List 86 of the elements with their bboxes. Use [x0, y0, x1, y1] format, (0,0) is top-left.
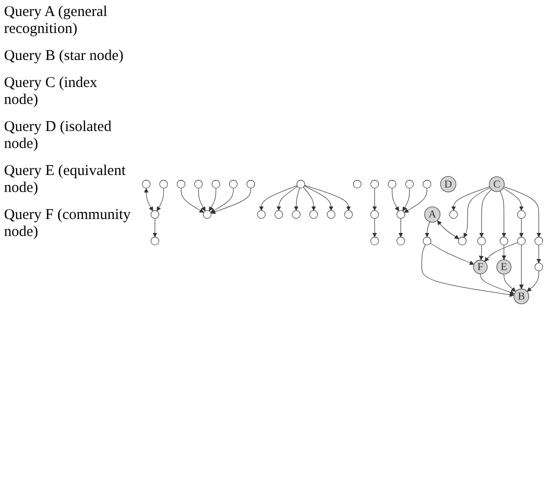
arrow [519, 244, 524, 290]
node-circle [142, 180, 150, 189]
node-circle: C [489, 176, 505, 192]
node-circle [159, 180, 168, 189]
node-circle [202, 210, 212, 219]
arrow [372, 218, 377, 238]
arrow [276, 186, 298, 211]
node-circle [534, 262, 544, 272]
node-circle: E [496, 260, 512, 275]
arrow [502, 188, 524, 211]
arrow [478, 244, 484, 260]
arrow [424, 222, 430, 238]
node-circle [405, 180, 414, 189]
node-circle: B [514, 288, 530, 304]
node-circle [388, 180, 396, 189]
arrow [372, 188, 377, 211]
arrow [404, 188, 428, 213]
node-circle [246, 180, 256, 189]
node-circle [517, 237, 526, 246]
node-circle [422, 180, 432, 189]
arrow [504, 186, 542, 238]
arrow [210, 188, 234, 213]
arrow [210, 188, 252, 214]
node-circle [422, 237, 432, 246]
arrow [304, 186, 334, 211]
arrow [294, 188, 300, 211]
node-circle [326, 210, 336, 219]
node-circle [353, 180, 362, 189]
node-circle [194, 180, 203, 189]
node-circle: F [473, 260, 488, 274]
arrow [464, 188, 490, 238]
query-heading: Query C (index node) [4, 75, 98, 109]
arrow [198, 188, 206, 212]
arrow [392, 188, 400, 212]
node-circle [150, 210, 160, 219]
node-circle [257, 210, 266, 219]
arrow [303, 187, 316, 211]
arrow [504, 274, 516, 292]
node-circle [296, 180, 305, 189]
arrow [519, 218, 524, 238]
node-circle [274, 210, 283, 219]
query-heading: Query B (star node) [4, 48, 125, 65]
node-circle [309, 210, 318, 219]
node-circle [396, 210, 406, 219]
arrow [451, 186, 490, 211]
arrow [144, 188, 154, 212]
query-heading: Query F (community node) [4, 207, 132, 241]
arrow [500, 190, 506, 238]
arrow [156, 188, 164, 212]
arrow [484, 242, 518, 262]
arrow [480, 274, 515, 295]
node-circle [458, 237, 467, 246]
arrow [526, 270, 540, 292]
node-circle [229, 180, 238, 189]
node-circle [370, 180, 379, 189]
arrow [259, 186, 298, 211]
arrow [402, 188, 410, 212]
query-heading: Query D (isolated node) [4, 119, 112, 153]
node-circle [292, 210, 300, 219]
node-circle [449, 210, 458, 219]
node-circle [477, 237, 486, 246]
arrow [180, 188, 204, 213]
arrow [430, 243, 474, 266]
node-circle [176, 180, 186, 189]
node-circle [370, 210, 379, 219]
arrow [304, 185, 351, 211]
query-heading: Query E (equivalent node) [4, 163, 127, 197]
arrow [398, 218, 404, 238]
node-circle [396, 237, 406, 246]
node-circle: A [424, 206, 440, 223]
node-circle [534, 237, 544, 246]
node-circle [150, 237, 160, 246]
node-circle [517, 210, 526, 219]
arrow [536, 244, 542, 264]
arrow [422, 244, 514, 298]
node-circle [212, 180, 220, 189]
node-circle [344, 210, 353, 219]
arrow [437, 220, 460, 240]
arrow [479, 189, 492, 238]
node-circle [370, 237, 379, 246]
query-heading: Query A (general recognition) [4, 4, 108, 38]
arrow [152, 218, 158, 238]
arrow [502, 244, 506, 260]
arrow [208, 188, 216, 212]
node-circle: D [440, 176, 456, 192]
node-circle [500, 237, 508, 246]
